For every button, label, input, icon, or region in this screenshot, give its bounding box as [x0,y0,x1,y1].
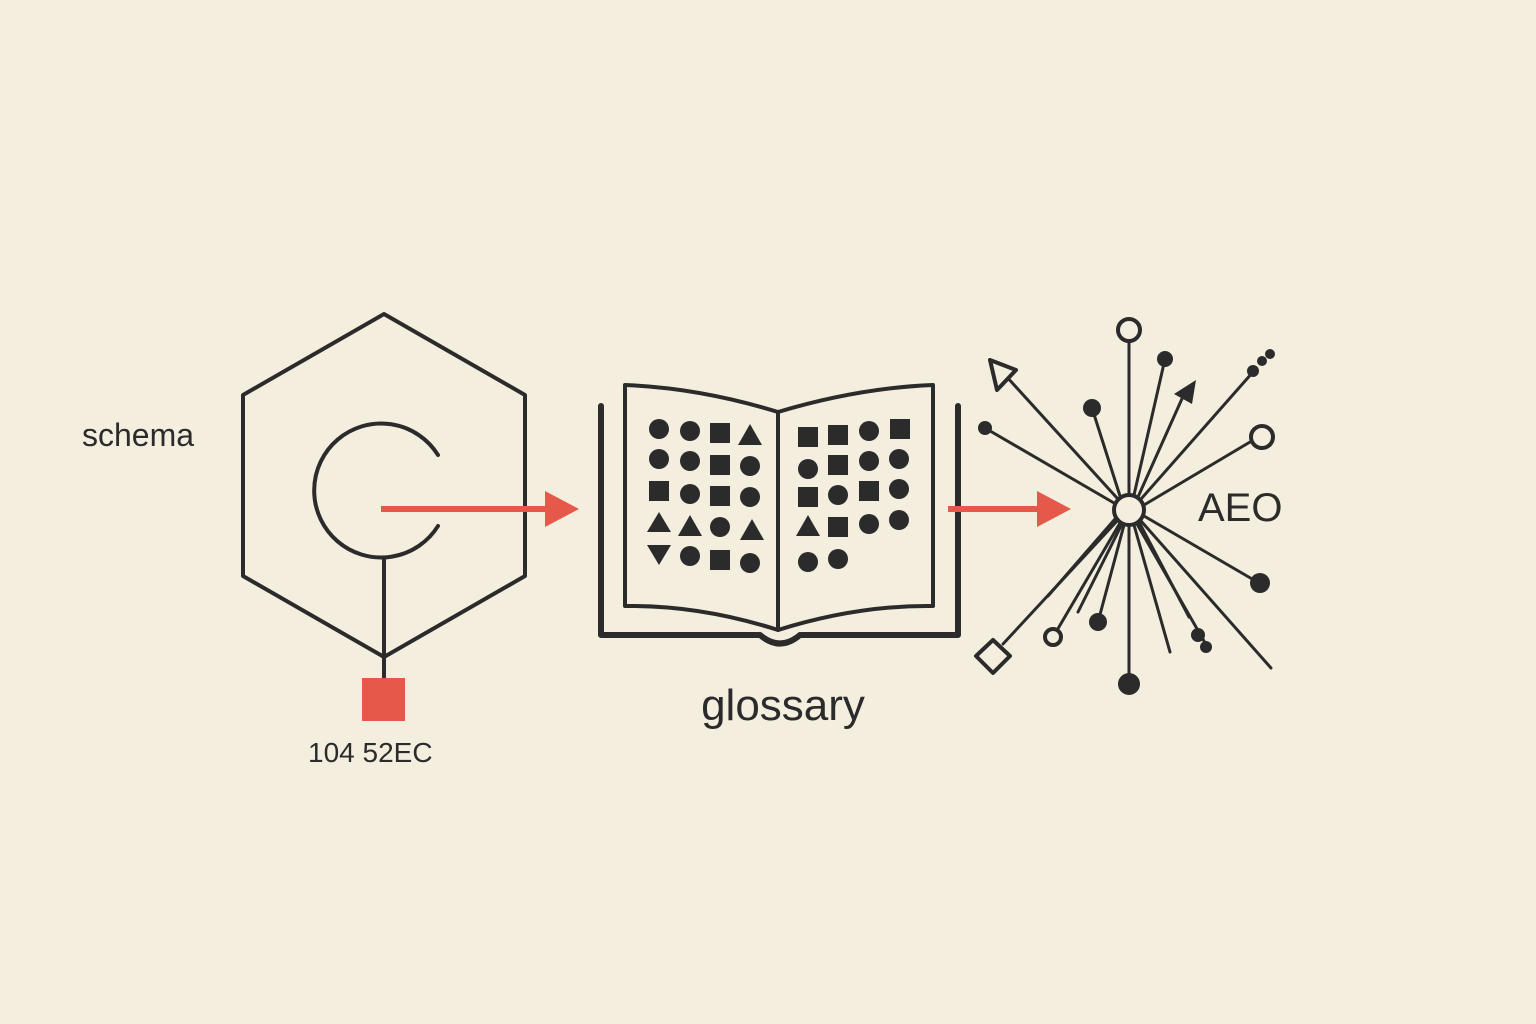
network-hub [1112,493,1146,527]
code-label: 104 52EC [308,737,433,768]
book-glyphs-left [647,419,764,573]
schema-label: schema [82,417,194,453]
open-book-icon [598,383,961,647]
schema-ring [312,421,440,560]
network-burst-icon [974,317,1275,695]
schema-hexagon-icon [241,312,527,721]
aeo-label: AEO [1198,486,1282,530]
arrow-schema-to-glossary [381,491,579,527]
arrow-glossary-to-aeo [948,491,1071,527]
book-glyphs-right [796,419,910,572]
glossary-label: glossary [701,681,865,730]
schema-red-square [362,678,405,721]
